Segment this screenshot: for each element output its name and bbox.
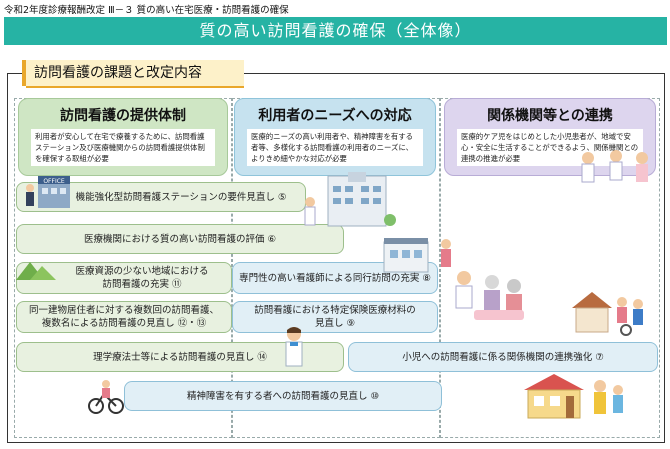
school-nursery-icon — [524, 374, 623, 419]
doctors-meeting-icon — [581, 150, 648, 183]
item-pediatric-cooperation: 小児への訪問看護に係る関係機関の連携強化 ⑦ — [348, 342, 658, 372]
header-line: 令和2年度診療報酬改定 Ⅲ－３ 質の高い在宅医療・訪問看護の確保 — [4, 5, 289, 16]
item-label: 精神障害を有する者への訪問看護の見直し ⑩ — [186, 390, 380, 402]
office-building-icon: OFFICE — [26, 176, 70, 208]
column-header-provision: 訪問看護の提供体制 利用者が安心して在宅で療養するために、訪問看護ステーション及… — [18, 98, 228, 176]
physical-therapist-icon — [285, 327, 303, 367]
nursing-care-family-icon — [455, 271, 524, 320]
item-label-line2: 見直し ⑨ — [314, 318, 356, 329]
column-description: 医療的ケア児をはじめとした小児患者が、地域で安心・安全に生活することができるよう… — [457, 129, 643, 166]
clinic-building-icon — [383, 238, 451, 273]
item-label: 小児への訪問看護に係る関係機関の連携強化 ⑦ — [402, 351, 604, 363]
column-title: 利用者のニーズへの対応 — [258, 108, 412, 124]
mountain-icon — [16, 262, 56, 280]
page-title: 質の高い訪問看護の確保（全体像） — [4, 17, 667, 45]
column-header-needs: 利用者のニーズへの対応 医療的ニーズの高い利用者や、精神障害を有する者等、多様化… — [234, 98, 436, 176]
item-label-line2: 訪問看護の充実 ⑪ — [102, 279, 182, 290]
column-header-cooperation: 関係機関等との連携 医療的ケア児をはじめとした小児患者が、地域で安心・安全に生活… — [444, 98, 656, 176]
item-mental-disorder-visit: 精神障害を有する者への訪問看護の見直し ⑩ — [124, 381, 442, 411]
item-label: 理学療法士等による訪問看護の見直し ⑭ — [93, 351, 267, 363]
section-title-text: 訪問看護の課題と改定内容 — [34, 65, 202, 81]
item-label: 専門性の高い看護師による同行訪問の充実 ⑧ — [239, 272, 431, 284]
item-label-line1: 医療資源の少ない地域における — [75, 266, 209, 277]
item-label-line1: 同一建物居住者に対する複数回の訪問看護、 — [28, 305, 219, 316]
column-description: 利用者が安心して在宅で療養するために、訪問看護ステーション及び医療機関からの訪問… — [31, 129, 215, 166]
bicycle-nurse-icon — [88, 380, 124, 414]
column-description: 医療的ニーズの高い利用者や、精神障害を有する者等、多様化する訪問看護の利用者のニ… — [247, 129, 423, 166]
section-title: 訪問看護の課題と改定内容 — [22, 60, 244, 88]
item-special-medical-materials: 訪問看護における特定保険医療材料の 見直し ⑨ — [232, 301, 438, 333]
content-frame — [7, 73, 665, 443]
section-underline — [26, 86, 244, 88]
hospital-building-icon — [304, 172, 396, 227]
column-title: 関係機関等との連携 — [487, 108, 613, 124]
office-sign-text: OFFICE — [43, 178, 65, 185]
column-title: 訪問看護の提供体制 — [60, 108, 186, 124]
item-label-line1: 訪問看護における特定保険医療材料の — [254, 305, 416, 316]
item-hospital-home-visit-evaluation: 医療機関における質の高い訪問看護の評価 ⑥ — [16, 224, 344, 254]
item-label-line2: 複数名による訪問看護の見直し ⑫・⑬ — [41, 318, 207, 329]
item-label: 機能強化型訪問看護ステーションの要件見直し ⑤ — [75, 191, 287, 203]
house-family-icon — [572, 292, 643, 336]
item-label: 医療機関における質の高い訪問看護の評価 ⑥ — [83, 233, 277, 245]
item-same-building-residents: 同一建物居住者に対する複数回の訪問看護、 複数名による訪問看護の見直し ⑫・⑬ — [16, 301, 232, 333]
